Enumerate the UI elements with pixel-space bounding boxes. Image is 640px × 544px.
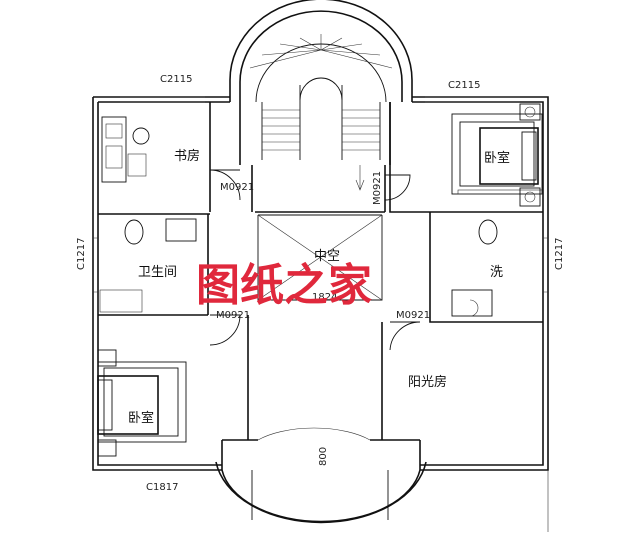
doors (209, 169, 421, 351)
room-label-bedroom-right: 卧室 (484, 150, 510, 166)
bed-right (451, 103, 543, 207)
balcony (215, 427, 549, 532)
window-code-bottom: C1817 (146, 482, 178, 493)
balcony-depth-label: 800 (318, 447, 329, 466)
outer-walls (92, 96, 549, 471)
window-code-top-right: C2115 (448, 80, 480, 91)
room-label-bedroom-left: 卧室 (128, 410, 154, 426)
stair-tower (229, 0, 413, 191)
door-code-stair: M0921 (372, 171, 383, 205)
interior-walls (98, 102, 543, 470)
door-code-wash: M0921 (396, 310, 430, 321)
window-code-left: C1217 (76, 238, 87, 270)
room-label-study: 书房 (174, 148, 200, 164)
room-label-bathroom: 卫生间 (138, 265, 177, 280)
bath-fixtures (99, 218, 498, 317)
window-code-right: C1217 (554, 238, 565, 270)
watermark: 图纸之家 (196, 260, 372, 311)
door-code-study: M0921 (220, 182, 254, 193)
bed-left (97, 349, 187, 457)
room-label-wash: 洗 (490, 265, 503, 280)
window-code-top-left: C2115 (160, 74, 192, 85)
study-furniture (101, 116, 150, 183)
void-width-label: 1824 (312, 292, 337, 303)
room-label-sunroom: 阳光房 (408, 374, 447, 390)
door-code-bath: M0921 (216, 310, 250, 321)
room-label-void: 中空 (314, 249, 340, 264)
